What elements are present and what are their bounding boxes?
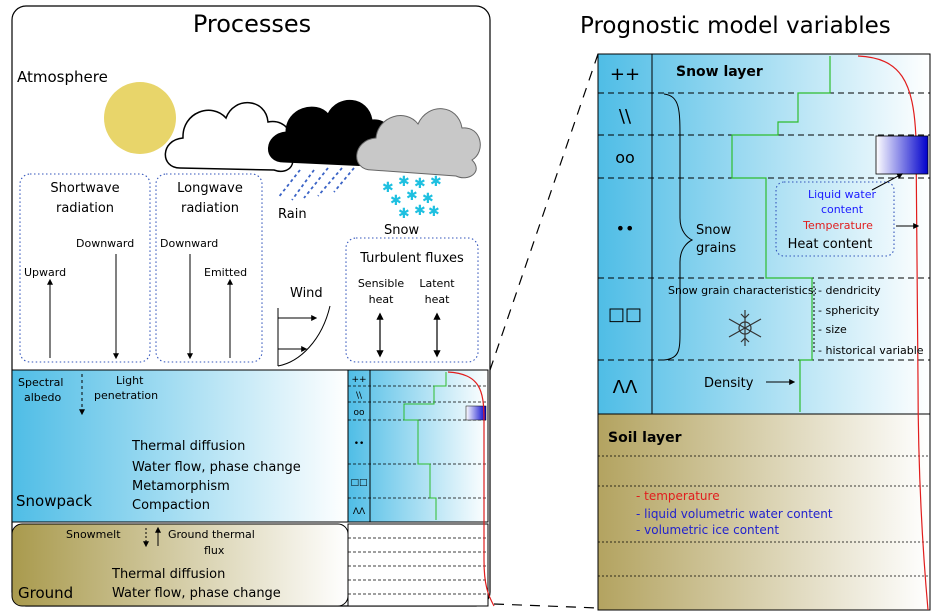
soil-layer-region [597,413,931,611]
svg-text:✱: ✱ [414,203,426,219]
prognostic-title: Prognostic model variables [580,13,891,39]
mini-symbol-4: •• [354,439,365,449]
mini-symbol-3: oo [353,408,365,418]
mini-symbol-1: ++ [351,375,366,385]
snowpack-label: Snowpack [16,492,92,510]
spectral-albedo-1: Spectral [18,376,63,389]
light-penetration-2: penetration [94,389,158,402]
processes-panel: Processes Atmosphere ✱✱✱✱ ✱✱✱ ✱✱✱ Rain S… [11,5,495,607]
svg-text:✱: ✱ [422,191,434,207]
snow-grains-label-1: Snow [696,223,731,238]
sensible-label-1: Sensible [358,277,405,290]
liquid-water-label-2: content [821,203,864,216]
ground-process-2: Water flow, phase change [112,586,281,601]
snow-label: Snow [384,223,419,238]
svg-text:✱: ✱ [382,180,394,196]
longwave-title-2: radiation [181,201,239,216]
snowpack-process-3: Metamorphism [132,479,230,494]
mini-temperature-curve [447,371,495,607]
layer-symbol-1: ++ [610,64,640,85]
snowmelt-label: Snowmelt [66,528,121,541]
mini-symbol-2: \\ [356,391,363,401]
grain-char-2: - sphericity [818,304,880,317]
grain-char-title: Snow grain characteristics: [668,284,817,297]
soil-var-2: - liquid volumetric water content [636,507,833,521]
svg-text:✱: ✱ [406,188,418,204]
layer-symbol-4: •• [616,219,635,238]
layer-symbol-6: ΛΛ [613,377,638,398]
svg-text:✱: ✱ [398,174,410,190]
shortwave-upward-label: Upward [24,266,66,279]
layer-symbol-5: □□ [608,304,642,325]
processes-title: Processes [193,10,311,38]
turbulent-title: Turbulent fluxes [359,251,464,266]
snow-layer-region [597,53,931,415]
svg-text:✱: ✱ [398,206,410,222]
longwave-emitted-label: Emitted [204,266,247,279]
ground-thermal-flux-2: flux [204,544,225,557]
grain-char-4: - historical variable [818,344,924,357]
temperature-profile-curve [857,55,929,611]
longwave-downward-label: Downward [160,237,218,250]
snow-crystal-icon [728,310,762,346]
snowpack-process-4: Compaction [132,498,210,513]
snow-layer-label: Snow layer [676,64,763,80]
mini-grain-line [403,372,447,520]
snow-cloud-icon [356,108,481,179]
svg-text:✱: ✱ [414,176,426,192]
mini-symbol-5: □□ [350,478,367,488]
grain-char-3: - size [818,323,847,336]
snowflakes-icon: ✱✱✱✱ ✱✱✱ ✱✱✱ [382,174,442,222]
ground-thermal-flux-1: Ground thermal [168,528,255,541]
liquid-water-block [875,135,929,175]
prognostic-panel: Prognostic model variables ++ \\ oo •• □… [580,13,931,611]
grain-profile-line [731,56,831,412]
density-label: Density [704,376,754,391]
spectral-albedo-2: albedo [24,391,62,404]
svg-text:✱: ✱ [390,193,402,209]
snowpack-process-1: Thermal diffusion [131,439,245,454]
shortwave-downward-label: Downward [76,237,134,250]
grain-char-1: - dendricity [818,284,881,297]
soil-var-3: - volumetric ice content [636,523,779,537]
wind-label: Wind [290,286,323,301]
rain-drops [277,167,355,201]
liquid-water-label-1: Liquid water [808,188,876,201]
snow-grains-label-2: grains [696,241,736,256]
mini-symbol-6: ΛΛ [353,507,366,517]
ground-process-1: Thermal diffusion [111,567,225,582]
mini-liquid-water-block [465,405,487,421]
layer-symbol-3: oo [615,148,635,167]
soil-layer-label: Soil layer [608,430,682,446]
temperature-label: Temperature [802,219,873,232]
svg-text:✱: ✱ [430,174,442,190]
mini-layer-diagram: ++ \\ oo •• □□ ΛΛ [347,369,495,607]
latent-label-1: Latent [419,277,455,290]
snowpack-process-2: Water flow, phase change [132,460,301,475]
rain-label: Rain [278,207,307,222]
shortwave-title-1: Shortwave [50,181,119,196]
svg-text:✱: ✱ [428,204,440,220]
sensible-label-2: heat [369,293,394,306]
atmosphere-label: Atmosphere [17,68,108,86]
snow-grains-brace [663,93,694,361]
light-penetration-1: Light [116,374,144,387]
shortwave-title-2: radiation [56,201,114,216]
heat-content-label: Heat content [788,237,873,252]
layer-symbol-2: \\ [619,106,632,127]
soil-var-1: - temperature [636,489,720,503]
ground-label: Ground [18,584,73,602]
longwave-title-1: Longwave [177,181,243,196]
sun-icon [104,82,176,154]
latent-label-2: heat [425,293,450,306]
